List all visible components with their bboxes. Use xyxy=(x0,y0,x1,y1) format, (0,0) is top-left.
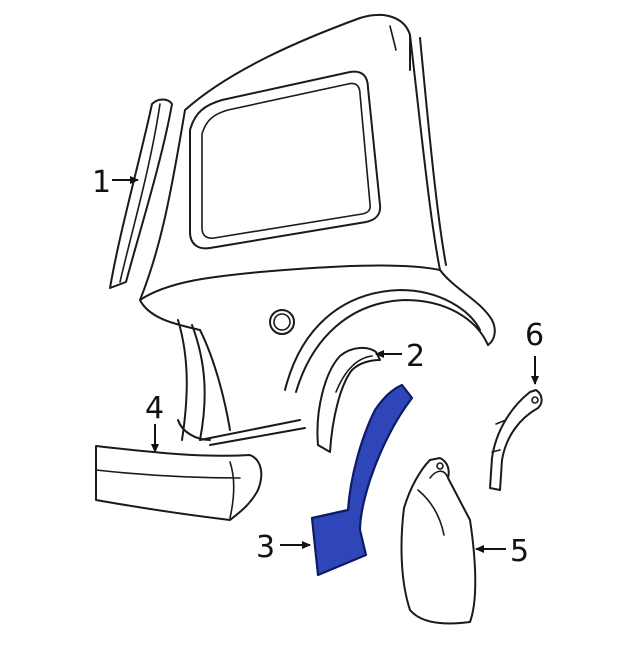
callout-6-label: 6 xyxy=(525,318,544,353)
quarter-window xyxy=(189,70,382,250)
callout-2: 2 xyxy=(375,339,425,374)
part-2-arch-molding xyxy=(316,346,381,453)
callout-5-label: 5 xyxy=(510,534,529,569)
callout-6: 6 xyxy=(525,318,544,385)
callout-3: 3 xyxy=(256,530,311,565)
quarter-panel xyxy=(139,13,496,446)
part-6-bracket xyxy=(489,389,543,491)
callout-4-label: 4 xyxy=(145,391,164,426)
callout-1-label: 1 xyxy=(92,165,111,200)
part-4-bumper-end xyxy=(95,445,263,521)
callout-2-label: 2 xyxy=(406,339,425,374)
part-5-mud-flap xyxy=(400,457,477,625)
callout-1: 1 xyxy=(92,165,139,200)
callout-4: 4 xyxy=(145,391,164,453)
part-1-pillar-molding xyxy=(109,98,173,289)
callout-5: 5 xyxy=(475,534,529,569)
callout-3-label: 3 xyxy=(256,530,275,565)
part-3-splash-shield xyxy=(310,383,414,577)
